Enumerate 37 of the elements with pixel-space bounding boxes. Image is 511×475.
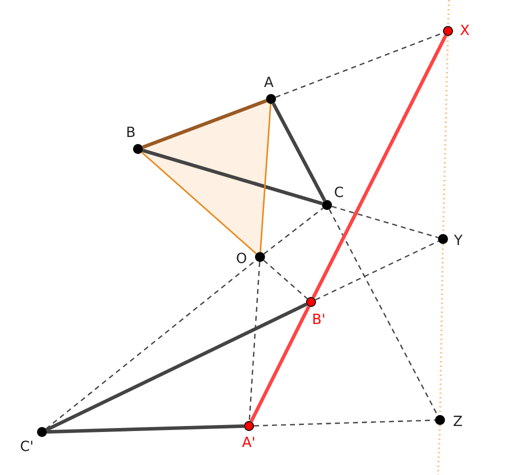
point-label: A bbox=[264, 75, 274, 91]
point-label: A' bbox=[242, 435, 256, 451]
point bbox=[322, 200, 332, 210]
line-segment bbox=[46, 424, 244, 434]
point bbox=[443, 26, 453, 36]
line-segment bbox=[332, 206, 438, 238]
point-label: Y bbox=[454, 233, 463, 249]
line-segment bbox=[263, 260, 308, 300]
line-segment bbox=[312, 34, 448, 298]
line-segment bbox=[46, 260, 256, 430]
point-label: O bbox=[236, 251, 248, 267]
line-segment bbox=[264, 208, 324, 254]
line-segment bbox=[254, 420, 436, 426]
point-label: Z bbox=[453, 414, 463, 430]
point-label: C' bbox=[20, 439, 34, 455]
point bbox=[244, 421, 254, 431]
point-label: B bbox=[126, 125, 136, 141]
point-label: X bbox=[460, 23, 470, 39]
line-segment bbox=[141, 152, 257, 254]
point bbox=[133, 144, 143, 154]
line-segment bbox=[142, 99, 267, 149]
line-segment bbox=[46, 302, 308, 432]
point bbox=[435, 415, 445, 425]
line-segment bbox=[250, 306, 310, 422]
line-segment bbox=[315, 240, 439, 300]
line-segment bbox=[260, 104, 272, 252]
point bbox=[306, 297, 316, 307]
line-segment bbox=[248, 262, 260, 422]
line-segment bbox=[142, 148, 323, 206]
point bbox=[255, 252, 265, 262]
point bbox=[37, 427, 47, 437]
point-label: B' bbox=[312, 312, 326, 328]
point bbox=[266, 94, 276, 104]
line-segment bbox=[272, 102, 326, 202]
point-label: C bbox=[334, 185, 344, 201]
point bbox=[438, 234, 448, 244]
line-segment bbox=[328, 209, 438, 416]
